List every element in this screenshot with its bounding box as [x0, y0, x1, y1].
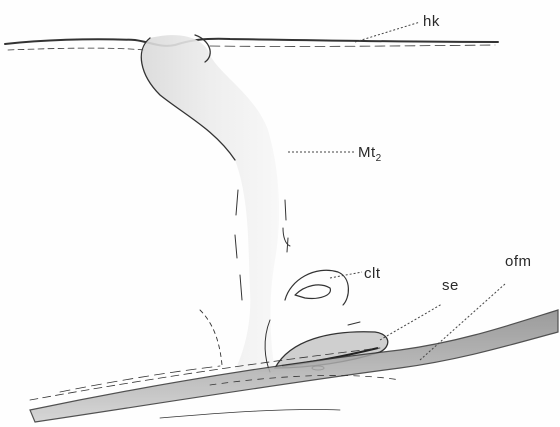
label-ofm: ofm — [505, 253, 532, 270]
stalk-mt2 — [141, 35, 290, 372]
label-hk: hk — [423, 13, 440, 30]
top-membrane — [5, 39, 498, 50]
label-mt2-main: Mt — [358, 144, 376, 161]
label-mt2: Mt2 — [358, 144, 382, 164]
ofm-band — [30, 310, 558, 422]
label-se: se — [442, 277, 459, 294]
label-clt: clt — [364, 265, 381, 282]
label-mt2-subscript: 2 — [376, 153, 382, 164]
label-leaders — [288, 22, 505, 360]
